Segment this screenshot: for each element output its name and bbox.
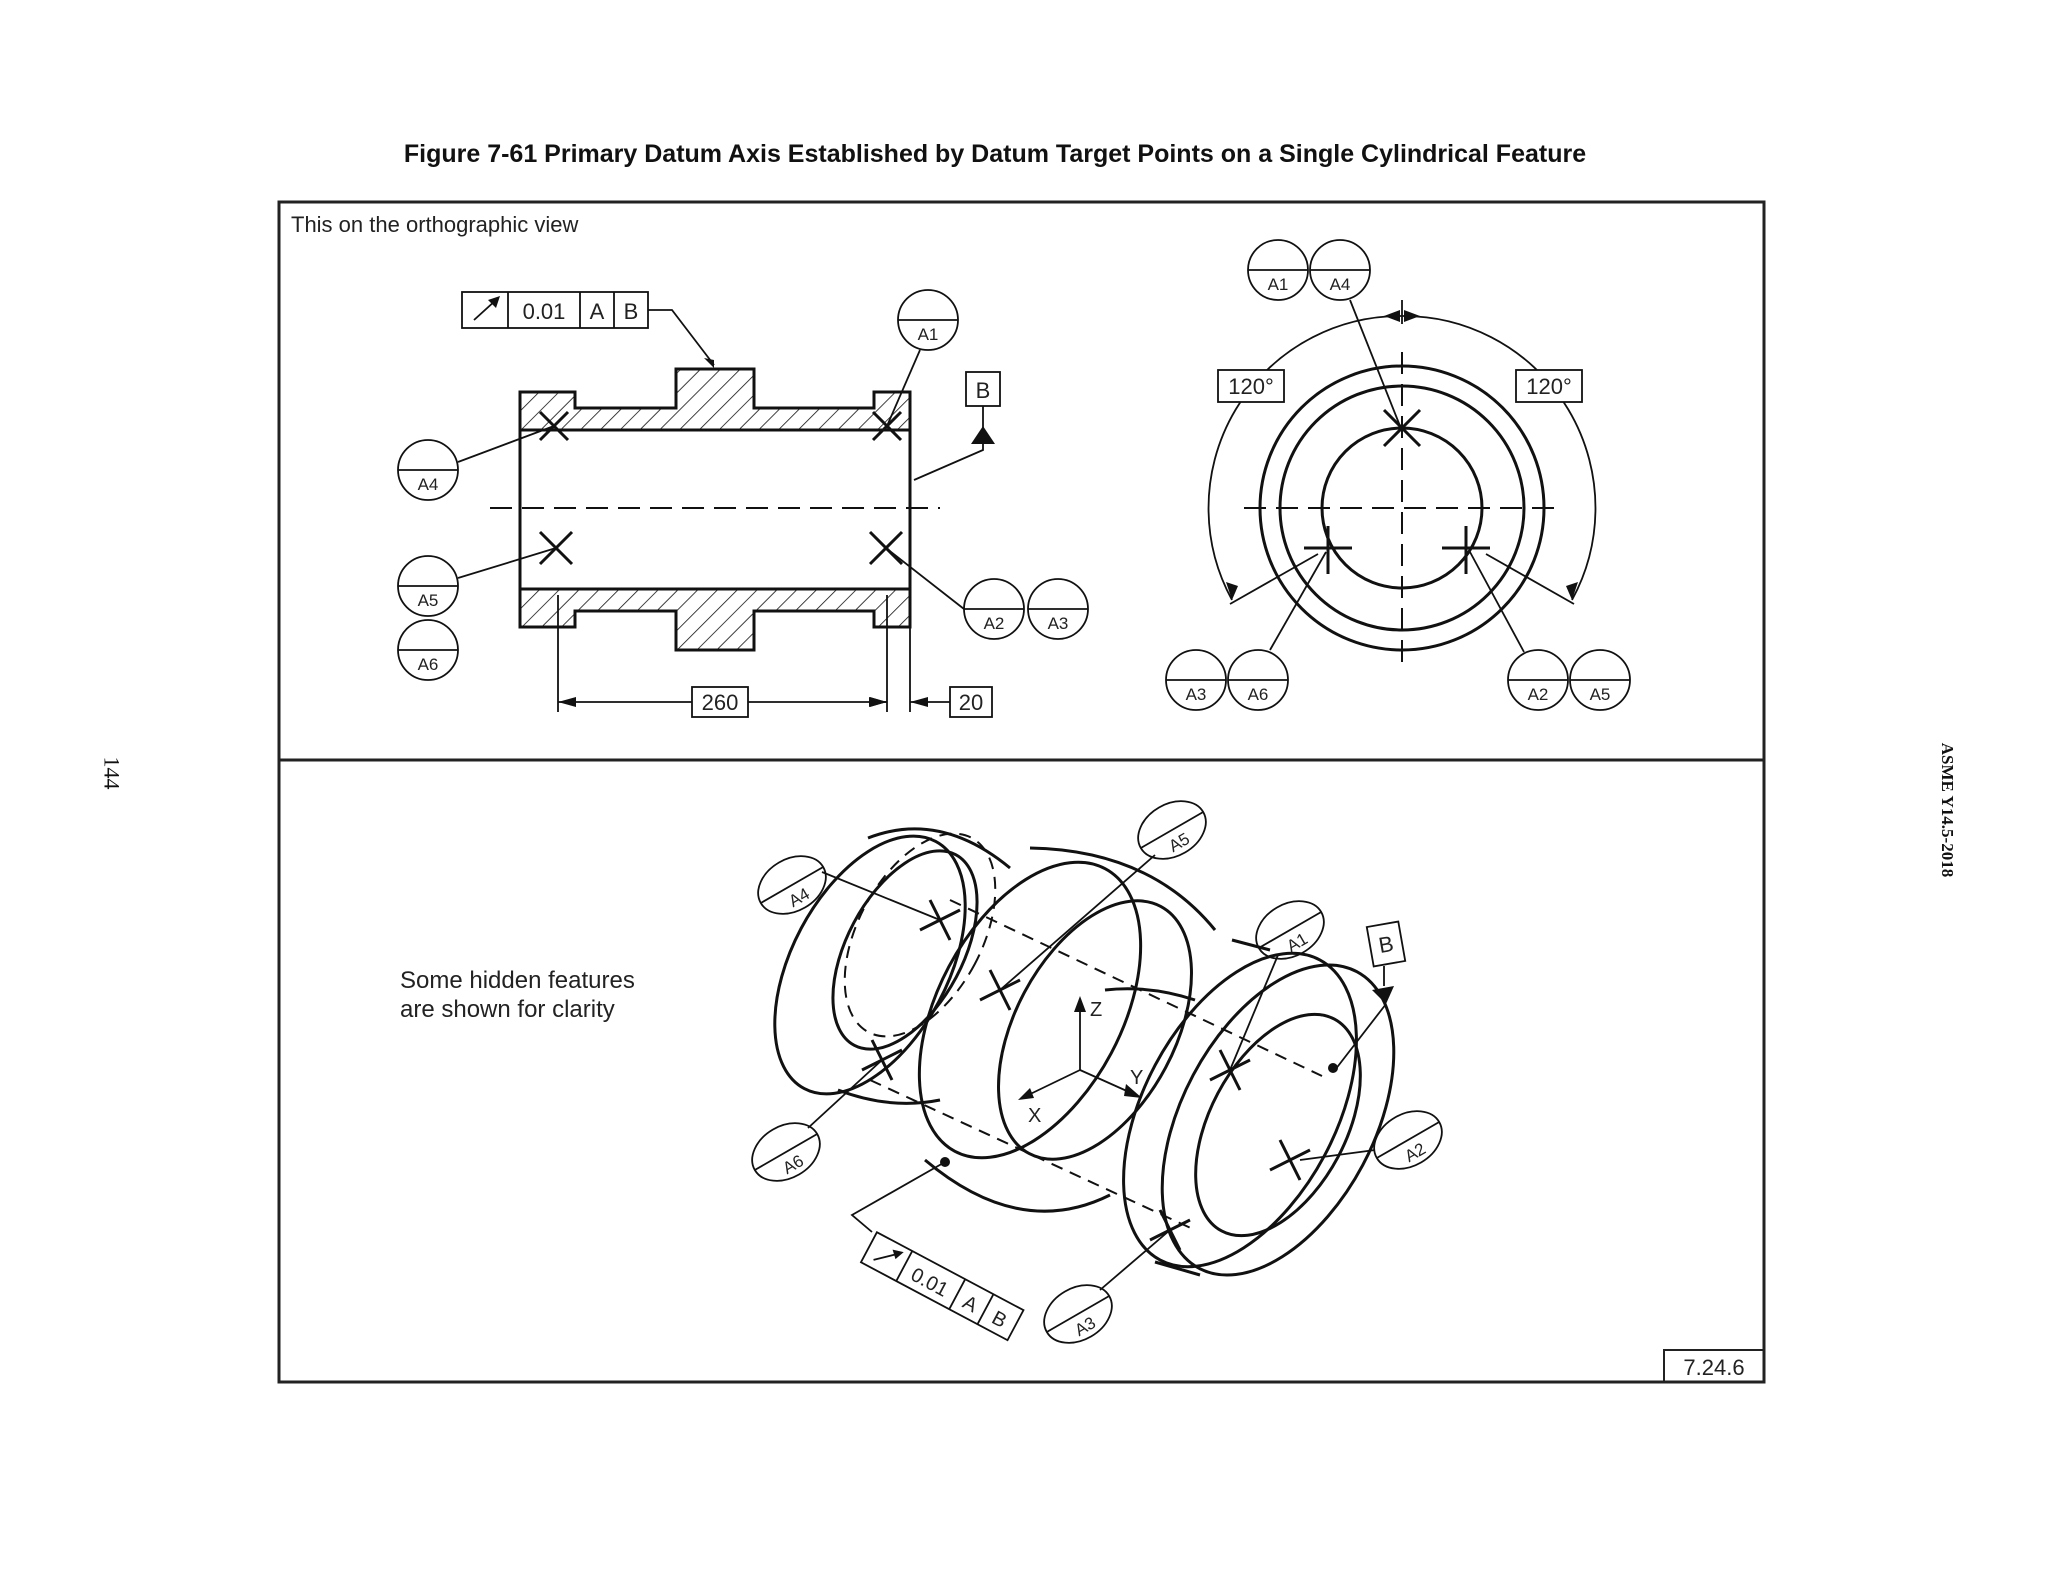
iso-target-a2: A2 [1373,1110,1443,1170]
end-target-top-mark [1382,408,1422,448]
end-target-left-mark [1304,526,1352,574]
angle-left-text: 120° [1228,374,1274,399]
iso-target-a2-label: A2 [1401,1139,1429,1166]
axis-x-label: X [1028,1105,1041,1127]
iso-datum-triangle-icon [1372,986,1394,1004]
figure-frame: 7.24.6 [277,200,1766,1384]
end-target-right-mark [1442,526,1490,574]
iso-coordinate-axes: Z Y X [1018,996,1143,1127]
iso-target-a6-label: A6 [779,1151,807,1178]
ortho-target-a2-label: A2 [984,614,1005,633]
end-target-a6-label: A6 [1248,685,1269,704]
ortho-target-a1: A1 [886,289,959,427]
iso-target-a1: A1 [1255,900,1325,960]
end-target-a4-label: A4 [1330,275,1351,294]
iso-fcf-tolerance: 0.01 [907,1264,952,1302]
iso-left-flange [773,827,1011,1105]
ortho-target-a6-label: A6 [418,655,439,674]
runout-arrow-icon [473,296,500,321]
ortho-datum-b-label: B [976,378,991,403]
datum-triangle-icon [971,426,995,444]
iso-center-collar [917,846,1217,1213]
iso-note-line2: are shown for clarity [400,996,615,1023]
iso-right-end [1104,938,1396,1277]
end-target-a5: A5 [1569,649,1631,711]
ortho-dimensions: 260 20 [557,595,993,718]
ortho-section-view: This on the orthographic view 0.01 A B [291,212,1089,718]
end-target-a2-label: A2 [1528,685,1549,704]
figure-title: Figure 7-61 Primary Datum Axis Establish… [403,140,1587,168]
iso-target-a3: A3 [1043,1284,1113,1344]
ortho-target-a3-label: A3 [1048,614,1069,633]
iso-target-a4-label: A4 [785,884,813,911]
angle-right-text: 120° [1526,374,1572,399]
end-view: 120° 120° A1 A4 A3 A6 [1165,239,1631,711]
end-target-a1-label: A1 [1268,275,1289,294]
axis-y-label: Y [1130,1067,1143,1089]
iso-datum-b-label: B [1377,931,1396,958]
ortho-target-a5-label: A5 [418,591,439,610]
end-target-a3-label: A3 [1186,685,1207,704]
iso-fcf-datum1: A [959,1292,982,1318]
end-target-a5-label: A5 [1590,685,1611,704]
ortho-target-a1-label: A1 [918,325,939,344]
iso-target-a6: A6 [751,1122,821,1182]
end-target-a4: A4 [1309,239,1401,427]
iso-note-line1: Some hidden features [400,967,635,994]
iso-target-a2-mark [1269,1139,1311,1181]
section-wall-bottom [518,587,912,652]
ortho-fcf-datum2: B [624,299,639,324]
iso-runout-arrow-icon [873,1249,904,1261]
iso-target-a5: A5 [1137,800,1207,860]
iso-target-a5-label: A5 [1165,829,1193,856]
iso-target-a3-label: A3 [1071,1313,1099,1340]
ortho-target-a6: A6 [397,619,459,681]
ortho-target-a4: A4 [397,425,555,501]
end-target-a2: A2 [1469,551,1569,711]
iso-target-a4: A4 [757,855,827,915]
ortho-feature-control-frame: 0.01 A B [461,291,715,368]
end-target-a1: A1 [1247,239,1309,301]
end-target-a6: A6 [1227,551,1327,711]
ortho-fcf-datum1: A [590,299,605,324]
iso-datum-b: B [1365,920,1407,968]
ortho-fcf-tolerance: 0.01 [523,299,566,324]
axis-z-label: Z [1090,999,1102,1021]
ortho-target-a5: A5 [397,547,557,617]
ortho-target-a3: A3 [1027,578,1089,640]
ortho-target-a4-label: A4 [418,475,439,494]
ortho-note: This on the orthographic view [291,212,578,237]
iso-fcf-datum2: B [988,1307,1010,1333]
angle-label-left: 120° [1217,369,1285,403]
iso-view: Some hidden features are shown for clari… [400,800,1443,1344]
angle-label-right: 120° [1515,369,1583,403]
end-target-a3: A3 [1165,649,1227,711]
dim-offset: 20 [959,690,983,715]
ortho-datum-b: B [913,371,1001,481]
figure-ref-label: 7.24.6 [1683,1355,1744,1380]
iso-feature-control-frame: 0.01 A B [859,1231,1025,1342]
dim-length: 260 [702,690,739,715]
section-wall-top [518,367,912,432]
ortho-target-a2: A2 [885,547,1025,640]
